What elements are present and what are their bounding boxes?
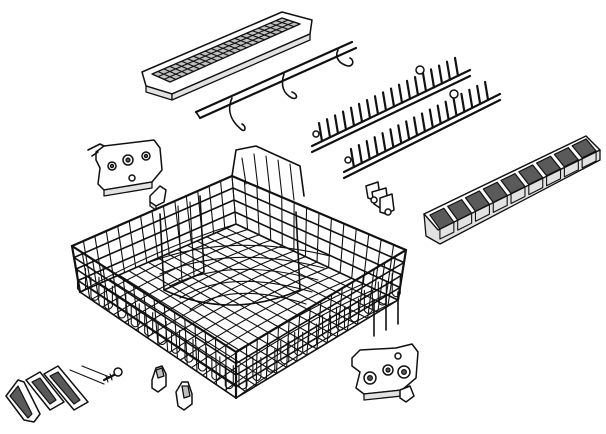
cup-shelf-rod (194, 40, 358, 132)
tine-row-upper (310, 56, 472, 154)
folding-cup-rack (423, 135, 601, 245)
end-cap (5, 379, 41, 423)
right-rail-bracket (351, 343, 419, 403)
screw (102, 367, 123, 383)
tine-clips (365, 181, 395, 216)
cutlery-tray (141, 11, 313, 101)
tine-row-lower (342, 80, 502, 180)
rail-plate-large (43, 365, 113, 411)
rail-plate-small (25, 371, 65, 411)
rack-basket (70, 145, 408, 400)
rack-clip-left (151, 365, 167, 393)
left-rail-bracket (87, 139, 163, 197)
rack-clip-right (175, 381, 193, 411)
